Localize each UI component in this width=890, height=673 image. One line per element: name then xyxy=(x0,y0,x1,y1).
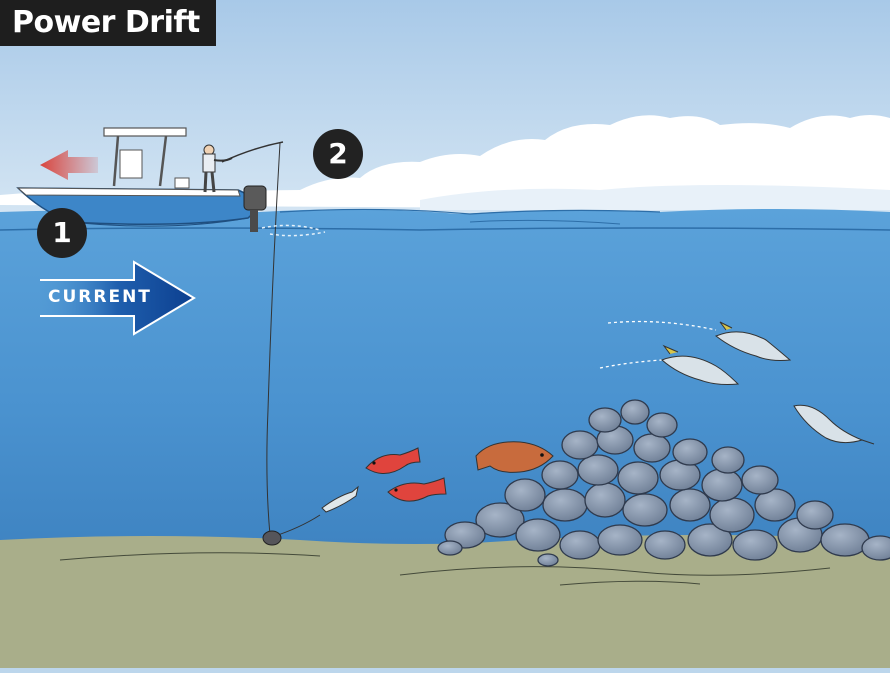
current-arrow-icon xyxy=(40,260,196,336)
direction-arrow-icon xyxy=(40,150,98,180)
fishing-line xyxy=(266,142,281,536)
grouper-icon xyxy=(475,441,554,473)
step-marker-2: 2 xyxy=(313,129,363,179)
current-label: CURRENT xyxy=(48,287,152,307)
page-title: Power Drift xyxy=(0,0,216,46)
rock-pile-icon xyxy=(437,399,890,567)
sinker-icon xyxy=(262,530,282,546)
snapper-icon xyxy=(365,447,447,502)
water xyxy=(0,209,890,545)
bait-fish-icon xyxy=(321,485,359,513)
seabed xyxy=(0,535,890,668)
angler-icon xyxy=(202,141,284,193)
kingfish-icon xyxy=(599,320,875,445)
step-marker-1: 1 xyxy=(37,208,87,258)
